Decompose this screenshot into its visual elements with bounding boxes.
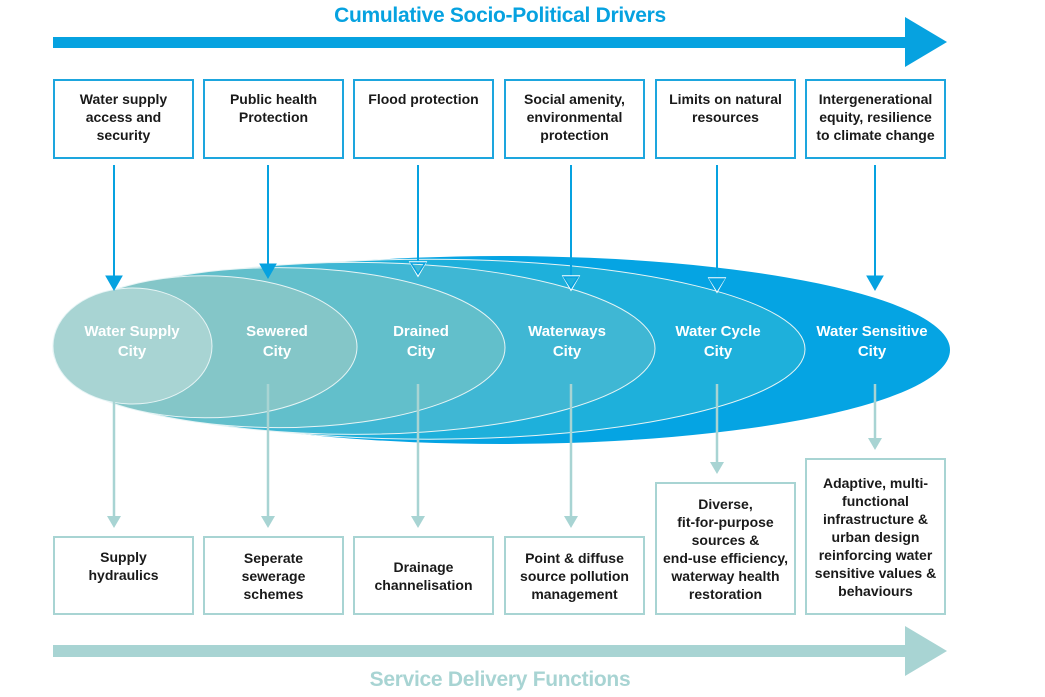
driver-box-water-sensitive: Intergenerational equity, resilience to … xyxy=(805,79,946,159)
service-box-sewerage: Seperate sewerage schemes xyxy=(203,536,344,615)
city-label-sewered: Sewered City xyxy=(246,323,308,360)
service-text: Adaptive, multi- functional infrastructu… xyxy=(814,474,937,599)
driver-arrow-water-supply xyxy=(105,165,123,292)
service-box-supply-hydraulics: Supply hydraulics xyxy=(53,536,194,615)
driver-arrow-sewered xyxy=(259,165,277,280)
city-label-drained: Drained City xyxy=(393,323,449,360)
city-label-water-cycle: Water Cycle City xyxy=(675,323,761,360)
driver-box-waterways: Social amenity, environmental protection xyxy=(504,79,645,159)
service-box-diverse-sources: Diverse, fit-for-purpose sources & end-u… xyxy=(655,482,796,615)
driver-text: Social amenity, environmental protection xyxy=(524,91,625,143)
driver-text: Water supply access and security xyxy=(79,91,168,143)
city-label-water-supply: Water Supply City xyxy=(84,323,180,360)
city-label-waterways: Waterways City xyxy=(528,323,606,360)
stage-ellipse-water-supply xyxy=(52,287,213,405)
driver-arrow-waterways xyxy=(561,165,581,292)
service-arrow xyxy=(53,626,947,676)
drivers-arrow xyxy=(53,17,947,67)
service-arrow-water-sensitive xyxy=(868,384,882,450)
service-arrow-drained xyxy=(411,384,425,528)
service-arrow-water-cycle xyxy=(710,384,724,474)
driver-text: Flood protection xyxy=(368,91,479,107)
driver-arrow-water-sensitive xyxy=(866,165,884,292)
service-text: Seperate sewerage schemes xyxy=(241,549,306,602)
service-arrow-sewered xyxy=(261,384,275,528)
service-arrow-water-supply xyxy=(107,384,121,528)
driver-text: Limits on natural resources xyxy=(669,91,782,125)
driver-box-sewered: Public health Protection xyxy=(203,79,344,159)
driver-box-water-cycle: Limits on natural resources xyxy=(655,79,796,159)
drivers-title: Cumulative Socio-Political Drivers xyxy=(334,4,666,27)
driver-box-water-supply: Water supply access and security xyxy=(53,79,194,159)
driver-arrow-water-cycle xyxy=(707,165,727,294)
city-label-water-sensitive: Water Sensitive City xyxy=(816,323,928,360)
service-text: Diverse, fit-for-purpose sources & end-u… xyxy=(662,495,788,602)
service-box-pollution: Point & diffuse source pollution managem… xyxy=(504,536,645,615)
service-title: Service Delivery Functions xyxy=(369,668,631,691)
service-text: Supply hydraulics xyxy=(88,549,159,583)
driver-box-drained: Flood protection xyxy=(353,79,494,159)
service-box-drainage: Drainage channelisation xyxy=(353,536,494,615)
service-box-adaptive: Adaptive, multi- functional infrastructu… xyxy=(805,458,946,615)
driver-arrow-drained xyxy=(408,165,428,278)
driver-text: Public health Protection xyxy=(229,91,318,125)
driver-text: Intergenerational equity, resilience to … xyxy=(816,91,935,143)
service-text: Point & diffuse source pollution managem… xyxy=(520,549,629,602)
service-text: Drainage channelisation xyxy=(374,558,473,593)
service-arrow-waterways xyxy=(564,384,578,528)
